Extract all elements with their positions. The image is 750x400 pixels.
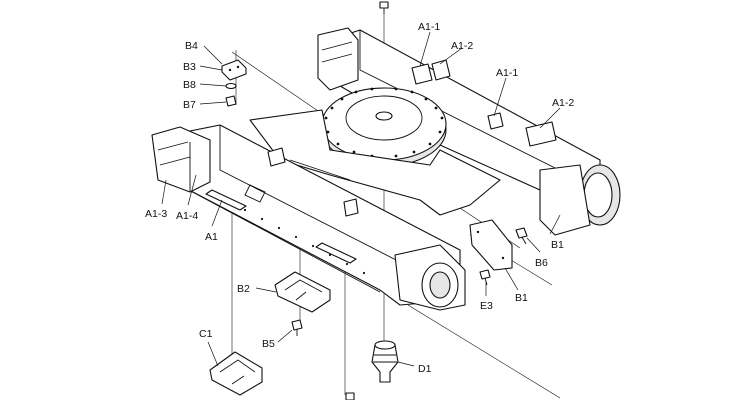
bracket-b2 — [274, 271, 331, 313]
bolt-b5 — [291, 319, 303, 336]
track-frame — [151, 27, 621, 311]
bolt-b6 — [515, 227, 528, 245]
callout-labels: A1-1 A1-2 A1-1 A1-2 B4 B3 B8 B7 A1-3 A1-… — [145, 21, 574, 375]
label-a1-4: A1-4 — [176, 210, 198, 222]
label-a1-2-top: A1-2 — [451, 40, 473, 52]
washer-b8 — [225, 82, 237, 90]
label-b6: B6 — [535, 257, 548, 269]
rail-bolts — [243, 208, 366, 275]
label-b3: B3 — [183, 61, 196, 73]
label-c1: C1 — [199, 328, 213, 340]
label-b1-right: B1 — [551, 239, 564, 251]
bolt-b7 — [225, 95, 237, 107]
label-e3: E3 — [480, 300, 493, 312]
leader-lines — [161, 31, 561, 367]
bolt-e3 — [479, 269, 491, 286]
label-a1: A1 — [205, 231, 218, 243]
top-bolt — [379, 1, 389, 14]
swivel-joint-d1 — [371, 340, 399, 383]
label-a1-1-top: A1-1 — [418, 21, 440, 33]
label-b2: B2 — [237, 283, 250, 295]
bracket-c1 — [209, 351, 263, 396]
bracket-b3-b4 — [221, 59, 247, 81]
label-b7: B7 — [183, 99, 196, 111]
label-b1-lower: B1 — [515, 292, 528, 304]
label-b4: B4 — [185, 40, 198, 52]
label-d1: D1 — [418, 363, 432, 375]
label-a1-3: A1-3 — [145, 208, 167, 220]
bottom-bolt — [345, 392, 355, 400]
label-b5: B5 — [262, 338, 275, 350]
cover-plate-b1 — [469, 219, 513, 271]
label-a1-2-right: A1-2 — [552, 97, 574, 109]
swing-circle-bolts — [324, 87, 444, 158]
label-a1-1-right: A1-1 — [496, 67, 518, 79]
label-b8: B8 — [183, 79, 196, 91]
